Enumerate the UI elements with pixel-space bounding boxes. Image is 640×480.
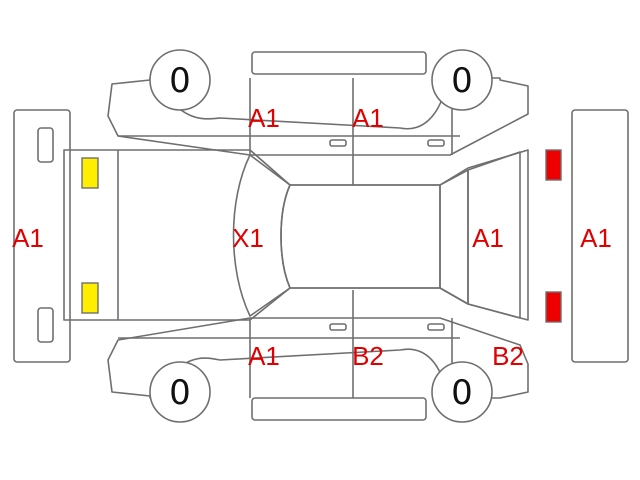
front-left-wheel [149, 49, 211, 111]
left-sill-bar [251, 51, 427, 75]
front-bumper-vent-bottom [37, 307, 54, 343]
rear-bumper-panel [571, 109, 629, 363]
right-sill-bar [251, 397, 427, 421]
rear-left-wheel [431, 49, 493, 111]
right-front-door-code: A1 [248, 341, 280, 371]
left-rear-door-code: A1 [352, 103, 384, 133]
taillight-top-icon [545, 149, 562, 181]
headlight-top-icon [81, 157, 99, 189]
front-bumper-panel [13, 109, 71, 363]
headlight-bottom-icon [81, 282, 99, 314]
left-side-body [107, 77, 529, 156]
rear-bumper-code: A1 [580, 223, 612, 253]
front-bumper-code: A1 [12, 223, 44, 253]
left-front-door-handle [329, 139, 347, 147]
right-rear-door-code: B2 [352, 341, 384, 371]
rear-window [439, 169, 469, 305]
front-glass-code: X1 [232, 223, 264, 253]
trunk-lid [467, 151, 521, 319]
rear-right-wheel [431, 361, 493, 423]
taillight-bottom-icon [545, 291, 562, 323]
right-front-door-handle [329, 323, 347, 331]
left-front-door-code: A1 [248, 103, 280, 133]
front-right-wheel-value: 0 [169, 373, 191, 413]
right-rear-door-handle [427, 323, 445, 331]
left-rear-door-handle [427, 139, 445, 147]
front-bumper-vent-top [37, 127, 54, 163]
rear-glass-code: A1 [472, 223, 504, 253]
rear-left-wheel-value: 0 [451, 61, 473, 101]
front-left-wheel-value: 0 [169, 61, 191, 101]
front-right-wheel [149, 361, 211, 423]
right-rear-quarter-code: B2 [492, 341, 524, 371]
roof-panel [280, 184, 441, 289]
rear-right-wheel-value: 0 [451, 373, 473, 413]
